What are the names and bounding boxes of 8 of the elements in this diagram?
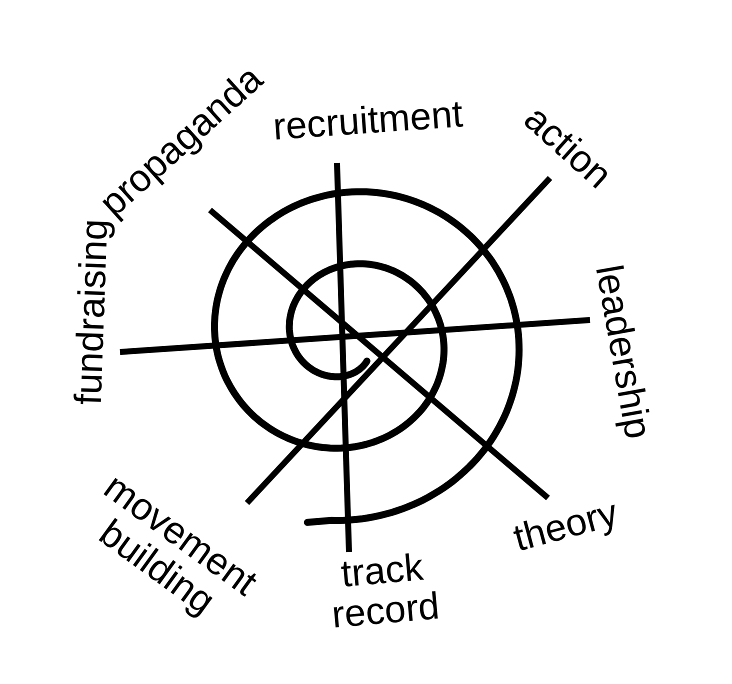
spoke-line (244, 176, 552, 506)
spoke-label: fundraising (70, 218, 116, 406)
spoke-line (120, 317, 590, 355)
spoke-label: recruitment (272, 95, 464, 149)
spoke-label: leadership (587, 262, 657, 442)
spoke-label: track record (320, 547, 448, 637)
spoke-line (208, 208, 550, 500)
spoke-label: theory (510, 494, 622, 560)
